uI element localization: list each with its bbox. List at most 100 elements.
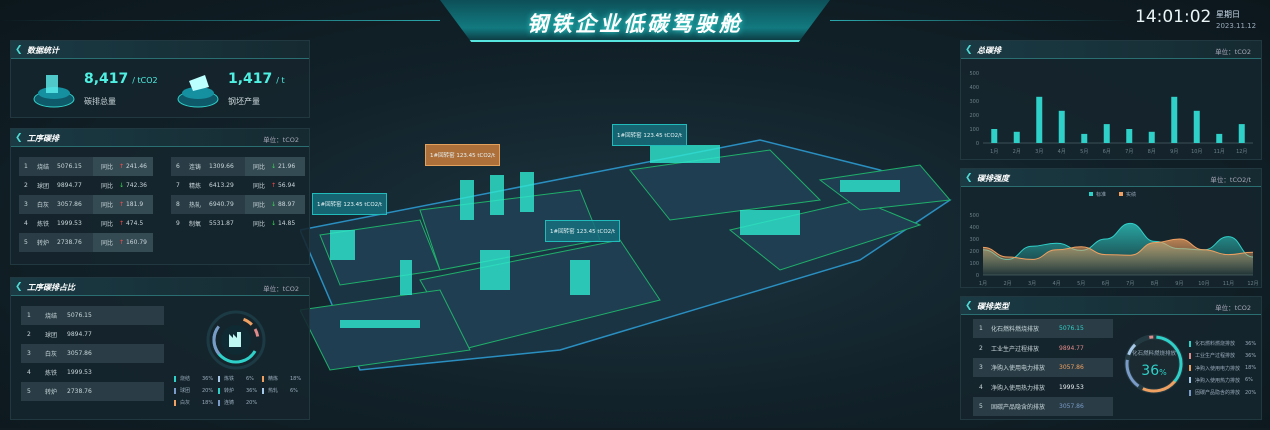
process-share-panel: ❮工序碳排占比单位：tCO2 1 烧结 5076.15 2 球团 9894.77… [10, 277, 310, 420]
map-tag[interactable]: 1#回转窑 123.45 tCO2/t [612, 124, 688, 146]
clock-time: 14:01:02 [1135, 7, 1212, 27]
plant-3d-scene [300, 139, 952, 371]
map-tag[interactable]: 1#回转窑 123.45 tCO2/t [312, 193, 388, 215]
y-tick-label: 0 [976, 141, 979, 147]
x-tick-label: 1月 [979, 281, 987, 287]
carbon-total-unit: / tCO2 [132, 76, 158, 85]
bar[interactable] [1036, 96, 1043, 143]
row-value: 9894.77 [67, 331, 92, 338]
legend-label: 实绩 [1126, 191, 1136, 198]
row-name: 白灰 [45, 351, 58, 358]
x-tick-label: 2月 [1003, 281, 1011, 287]
donut-center-label: 化石燃料燃烧排放 [1131, 351, 1176, 357]
arrow-down-icon: ↓ [271, 220, 277, 227]
steel-output-unit: / t [276, 76, 285, 85]
delta-value: 88.97 [277, 201, 296, 208]
share-row[interactable]: 3 白灰 3057.86 [21, 344, 164, 363]
x-tick-label: 7月 [1126, 281, 1134, 287]
bar[interactable] [1103, 124, 1110, 143]
legend-name: 烧结 [180, 376, 191, 382]
row-index: 3 [27, 350, 31, 357]
compare-label: 同比 [101, 240, 114, 247]
row-name: 连铸 [189, 164, 202, 171]
unit-label: 单位：tCO2/t [1210, 176, 1251, 184]
bar[interactable] [1238, 124, 1245, 143]
bar[interactable] [1193, 110, 1200, 143]
bar[interactable] [1013, 131, 1020, 143]
legend-pct: 6% [246, 375, 254, 382]
map-tag[interactable]: 1#回转窑 123.45 tCO2/t [545, 220, 621, 242]
bar[interactable] [1126, 129, 1133, 143]
x-tick-label: 12月 [1247, 281, 1258, 287]
arrow-down-icon: ↓ [271, 163, 277, 170]
donut-center-value: 36% [1123, 363, 1185, 381]
x-tick-label: 11月 [1223, 281, 1234, 287]
legend-name: 化石燃料燃烧排放 [1195, 341, 1236, 347]
share-row[interactable]: 1 烧结 5076.15 [21, 306, 164, 325]
unit-label: 单位：tCO2 [263, 136, 299, 144]
legend-pct: 6% [1245, 377, 1253, 384]
share-row[interactable]: 2 球团 9894.77 [21, 325, 164, 344]
share-row[interactable]: 5 转炉 2738.76 [21, 382, 164, 401]
share-row[interactable]: 4 炼铁 1999.53 [21, 363, 164, 382]
percent-sign: % [1159, 368, 1167, 377]
legend-pct: 20% [246, 399, 258, 406]
series-line-1[interactable] [982, 238, 1254, 260]
compare-label: 同比 [101, 164, 114, 171]
process-row[interactable]: 9 制氧 5531.87 同比 ↓ 14.85 [171, 214, 305, 233]
compare-label: 同比 [253, 221, 266, 228]
panel-title: 数据统计 [27, 46, 59, 55]
date: 2023.11.12 [1216, 22, 1257, 30]
emission-type-donut [1124, 334, 1184, 394]
row-index: 3 [24, 201, 28, 208]
process-row[interactable]: 3 白灰 3057.86 同比 ↑ 181.9 [19, 195, 153, 214]
row-name: 球团 [37, 183, 50, 190]
row-value: 9894.77 [1059, 344, 1084, 352]
row-index: 4 [24, 220, 28, 227]
y-tick-label: 100 [969, 261, 979, 267]
process-row[interactable]: 7 精炼 6413.29 同比 ↑ 56.94 [171, 176, 305, 195]
y-tick-label: 300 [969, 99, 979, 105]
emission-type-row[interactable]: 1 化石燃料燃烧排放 5076.15 [973, 319, 1113, 338]
legend-name: 转炉 [224, 388, 235, 394]
process-row[interactable]: 4 炼铁 1999.53 同比 ↑ 474.5 [19, 214, 153, 233]
bar[interactable] [1081, 133, 1088, 143]
row-name: 炼铁 [45, 370, 58, 377]
bar[interactable] [1171, 96, 1178, 143]
emission-type-row[interactable]: 2 工业生产过程排放 9894.77 [973, 339, 1113, 358]
y-tick-label: 300 [969, 237, 979, 243]
row-value: 5076.15 [1059, 325, 1084, 332]
process-row[interactable]: 5 转炉 2738.76 同比 ↑ 160.79 [19, 233, 153, 252]
bar[interactable] [1216, 133, 1223, 143]
row-value: 9894.77 [57, 182, 82, 189]
emission-type-row[interactable]: 3 净购入使用电力排放 3057.86 [973, 358, 1113, 377]
process-row[interactable]: 2 球团 9894.77 同比 ↓ 742.36 [19, 176, 153, 195]
row-value: 1999.53 [57, 220, 82, 227]
map-tag[interactable]: 1#回转窑 123.45 tCO2/t [425, 144, 501, 166]
process-row[interactable]: 8 热轧 6940.79 同比 ↓ 88.97 [171, 195, 305, 214]
row-value: 6413.29 [209, 182, 234, 189]
emission-type-row[interactable]: 5 固碳产品隐含的排放 3057.86 [973, 397, 1113, 416]
row-name: 工业生产过程排放 [991, 345, 1040, 353]
process-row[interactable]: 6 连铸 1309.66 同比 ↓ 21.96 [171, 157, 305, 176]
emission-type-row[interactable]: 4 净购入使用热力排放 1999.53 [973, 378, 1113, 397]
legend-pct: 36% [1245, 352, 1257, 359]
unit-label: 单位：tCO2 [263, 285, 299, 293]
x-tick-label: 5月 [1077, 281, 1085, 287]
row-index: 1 [979, 325, 983, 332]
bar[interactable] [1148, 131, 1155, 143]
process-row[interactable]: 1 烧结 5076.15 同比 ↑ 241.46 [19, 157, 153, 176]
bar[interactable] [1058, 110, 1065, 143]
row-value: 5531.87 [209, 220, 234, 227]
bar[interactable] [991, 129, 998, 143]
row-index: 5 [27, 388, 31, 395]
legend-name: 炼铁 [224, 376, 235, 382]
delta-value: 21.96 [277, 163, 296, 170]
row-value: 3057.86 [1059, 364, 1084, 371]
carbon-total-label: 碳排总量 [84, 97, 116, 106]
